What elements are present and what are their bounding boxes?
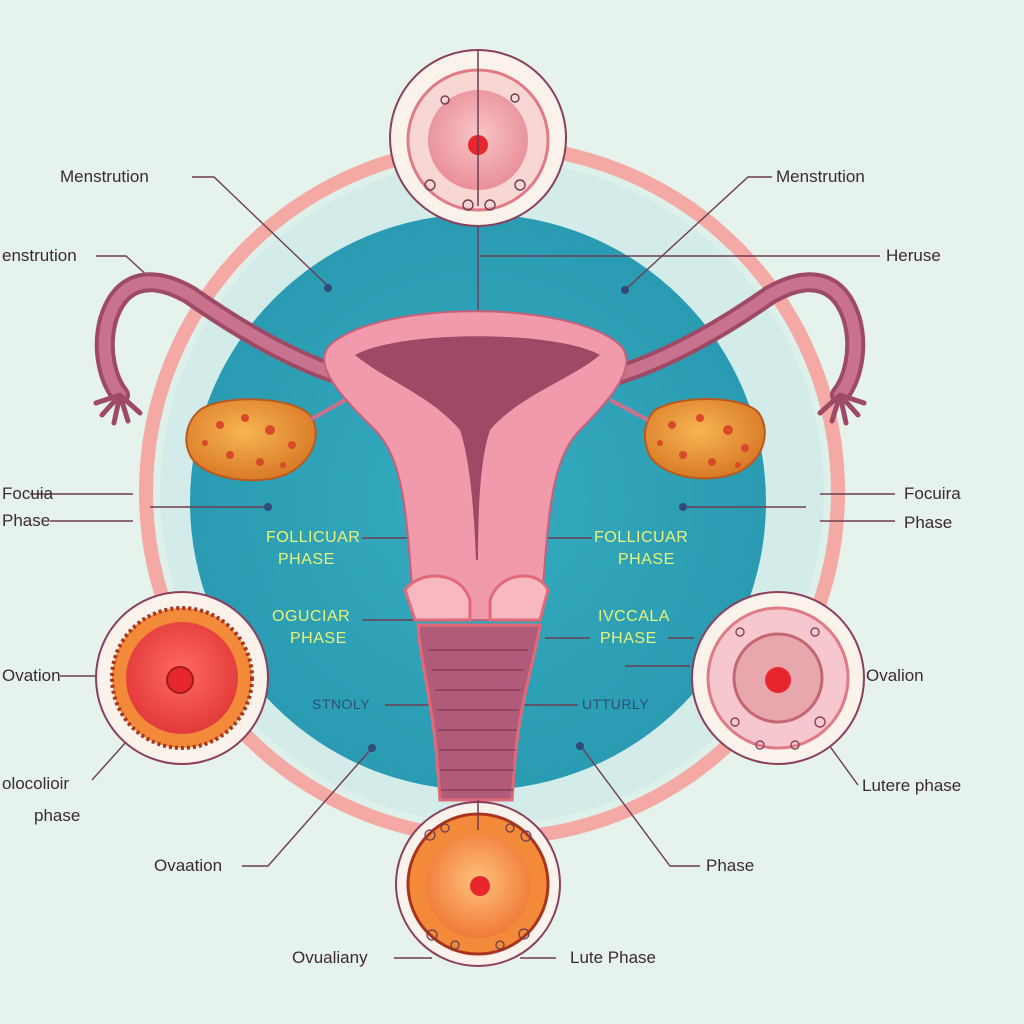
ovary-left <box>185 398 346 482</box>
inner-follicular-left-2: PHASE <box>278 551 335 568</box>
inner-ivccala-1: IVCCALA <box>598 608 670 625</box>
label-follicular-edge-2: Phase <box>2 511 51 530</box>
cell-right <box>691 591 865 765</box>
ovary-right <box>609 398 766 480</box>
leader-menstruation-right <box>624 176 772 291</box>
inner-ocular-1: OGUCIAR <box>272 608 351 625</box>
label-menstruation-left: Menstrution <box>60 167 149 186</box>
label-ovulation-bottom-left: Ovaation <box>154 856 223 875</box>
label-proliferative-2: phase <box>34 806 81 825</box>
cell-bottom <box>395 800 561 967</box>
label-menstruation-edge: enstrution <box>2 246 77 265</box>
uterus-illustration <box>323 310 628 802</box>
leader-menstruation-left <box>192 176 329 287</box>
label-follicular-right-2: Phase <box>904 513 953 532</box>
vaginal-rugae <box>428 649 528 791</box>
inner-ocular-2: PHASE <box>290 630 347 647</box>
label-ovulation-right: Ovalion <box>866 666 924 685</box>
cell-left <box>95 591 269 765</box>
label-menstruation-right: Menstrution <box>776 167 865 186</box>
label-ovulation-bottom: Ovualiany <box>292 948 368 967</box>
leader-menstruation-edge <box>96 255 151 279</box>
inner-follicular-left-1: FOLLICUAR <box>266 529 361 546</box>
inner-stnoly: STNOLY <box>312 696 370 712</box>
label-follicular-right-1: Focuira <box>904 484 961 503</box>
inner-follicular-right-2: PHASE <box>618 551 675 568</box>
leader-phase-bottom <box>579 744 700 867</box>
inner-utturly: UTTURLY <box>582 696 650 712</box>
fallopian-tube-left <box>93 272 365 426</box>
label-phase-bottom-right: Phase <box>706 856 755 875</box>
fallopian-tube-right <box>590 272 867 426</box>
label-heruse: Heruse <box>886 246 941 265</box>
cell-top <box>389 49 567 227</box>
label-luteal-right: Lutere phase <box>862 776 962 795</box>
label-ovulation-left: Ovation <box>2 666 61 685</box>
inner-ivccala-2: PHASE <box>600 630 657 647</box>
label-follicular-edge-1: Focuia <box>2 484 54 503</box>
label-luteal-bottom: Lute Phase <box>570 948 657 967</box>
leader-ovaation <box>242 747 373 867</box>
inner-follicular-right-1: FOLLICUAR <box>594 529 689 546</box>
label-proliferative-1: olocolioir <box>2 774 70 793</box>
